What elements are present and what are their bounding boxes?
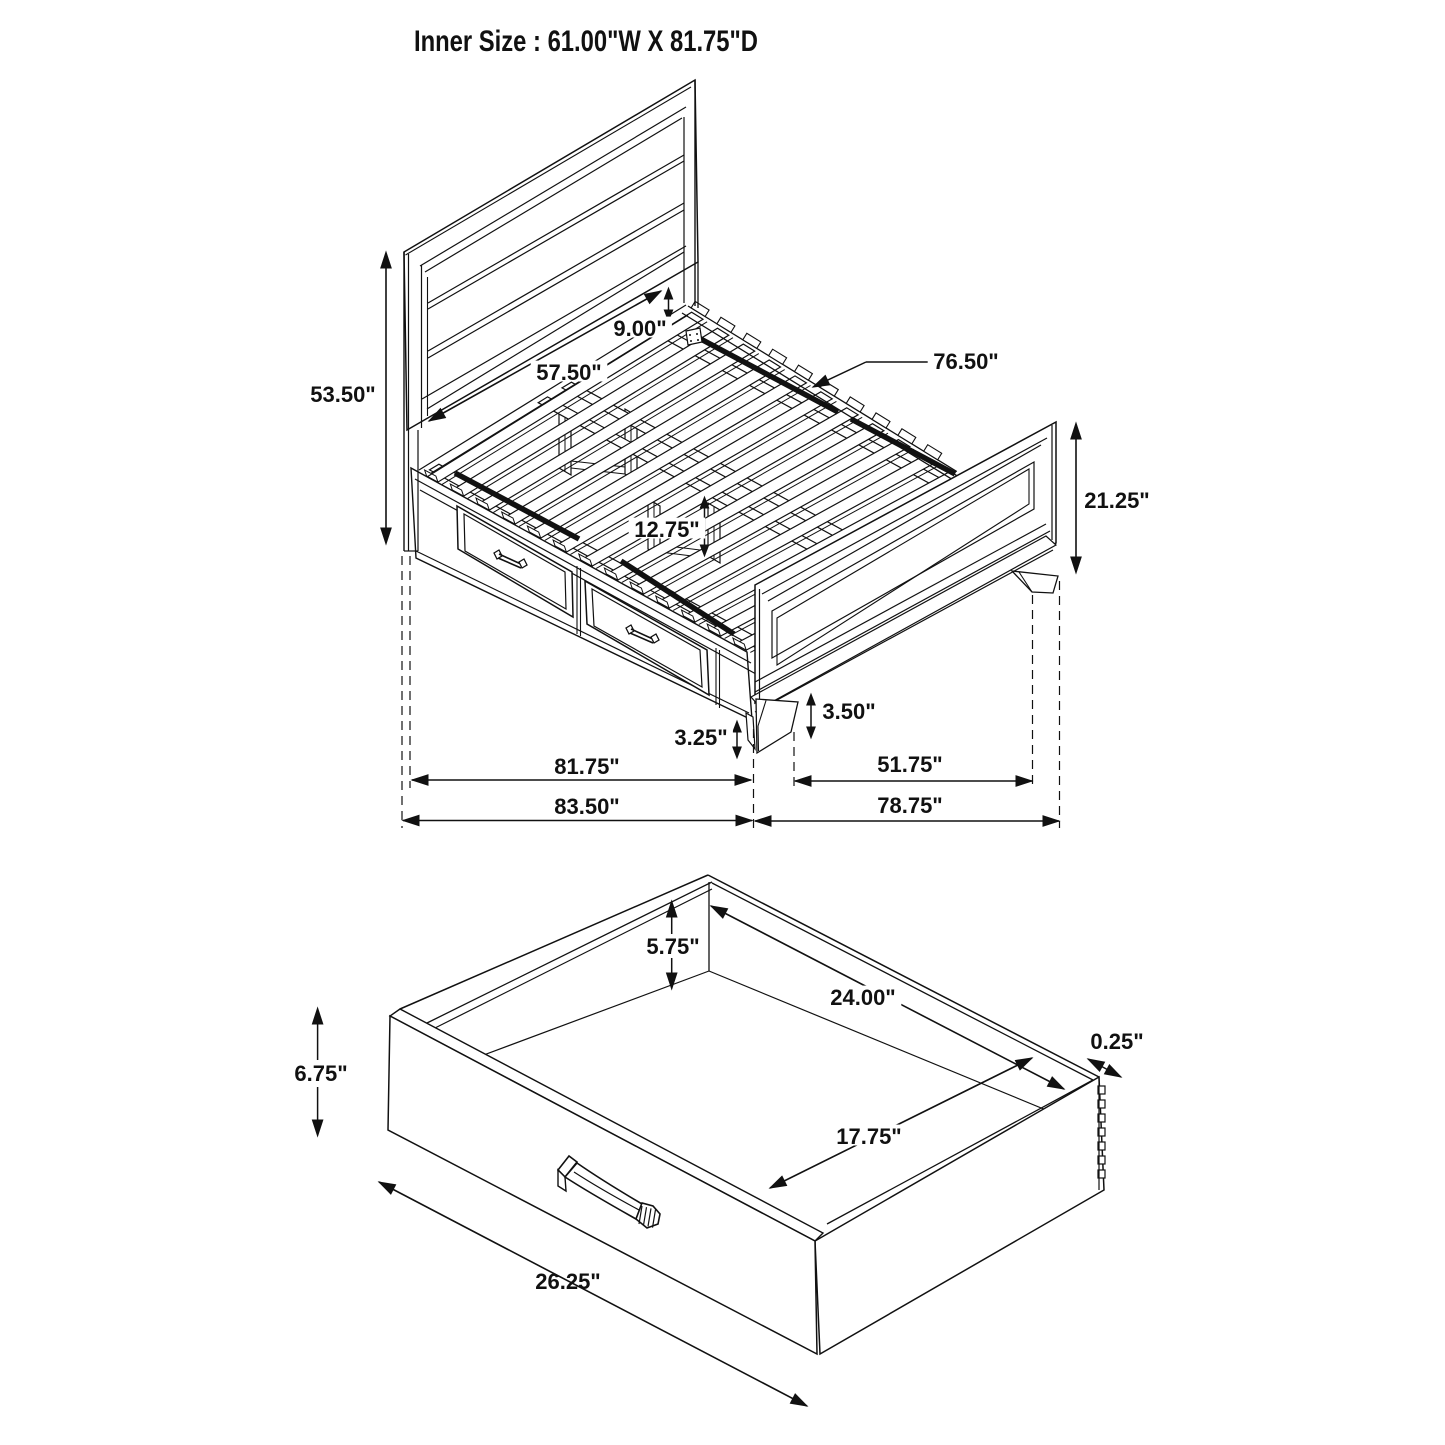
- svg-text:53.50": 53.50": [310, 382, 375, 407]
- svg-text:81.75": 81.75": [554, 754, 619, 779]
- svg-text:3.25": 3.25": [674, 725, 727, 750]
- svg-text:24.00": 24.00": [830, 985, 895, 1010]
- svg-text:57.50": 57.50": [536, 360, 601, 385]
- svg-text:12.75": 12.75": [634, 517, 699, 542]
- svg-text:26.25": 26.25": [535, 1269, 600, 1294]
- svg-text:0.25": 0.25": [1090, 1029, 1143, 1054]
- svg-text:3.50": 3.50": [822, 699, 875, 724]
- svg-text:Inner Size : 61.00"W X 81.75"D: Inner Size : 61.00"W X 81.75"D: [414, 25, 758, 58]
- svg-text:51.75": 51.75": [877, 752, 942, 777]
- svg-text:17.75": 17.75": [836, 1124, 901, 1149]
- svg-text:5.75": 5.75": [646, 934, 699, 959]
- svg-text:21.25": 21.25": [1084, 488, 1149, 513]
- svg-text:6.75": 6.75": [294, 1061, 347, 1086]
- svg-text:9.00": 9.00": [613, 316, 666, 341]
- svg-text:83.50": 83.50": [554, 794, 619, 819]
- svg-text:78.75": 78.75": [877, 793, 942, 818]
- svg-text:76.50": 76.50": [933, 349, 998, 374]
